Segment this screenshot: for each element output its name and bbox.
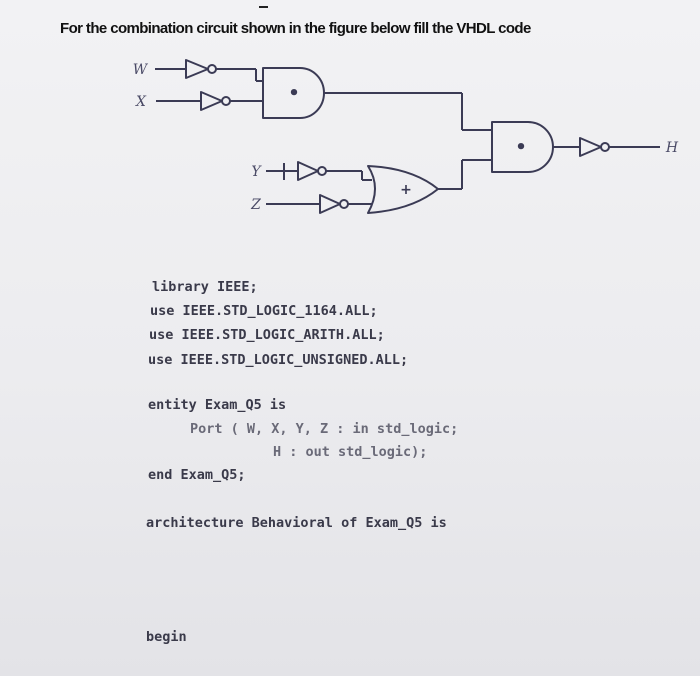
not-bubble-out <box>600 142 610 152</box>
not-gate-out <box>579 137 602 157</box>
not-gate-z <box>319 194 341 214</box>
and-gate-1 <box>262 67 325 119</box>
not-gate-x <box>200 91 223 111</box>
code-line-port-inputs: Port ( W, X, Y, Z : in std_logic; <box>190 421 459 437</box>
code-line-architecture: architecture Behavioral of Exam_Q5 is <box>146 515 447 531</box>
question-text: For the combination circuit shown in the… <box>60 20 531 37</box>
code-line-begin: begin <box>146 629 187 645</box>
or-symbol: + <box>400 182 412 198</box>
vhdl-code-block: library IEEE; use IEEE.STD_LOGIC_1164.AL… <box>0 0 458 645</box>
and-symbol-1: • <box>288 83 300 104</box>
label-h: H <box>665 140 679 156</box>
not-bubble-x <box>221 96 231 106</box>
not-gate-y <box>297 161 319 181</box>
label-w: W <box>133 62 149 78</box>
not-bubble-y <box>317 166 327 176</box>
label-z: Z <box>250 197 261 213</box>
code-line-port-output: H : out std_logic); <box>273 444 428 460</box>
label-y: Y <box>251 164 262 180</box>
code-line-use-1164: use IEEE.STD_LOGIC_1164.ALL; <box>150 303 378 319</box>
not-bubble-z <box>339 199 349 209</box>
code-line-end-entity: end Exam_Q5; <box>148 467 246 483</box>
not-gate-w <box>185 59 209 79</box>
or-gate <box>367 165 439 214</box>
label-x: X <box>135 94 147 110</box>
not-bubble-w <box>207 64 217 74</box>
overline-mark <box>259 6 268 8</box>
and-symbol-2: • <box>515 137 527 158</box>
and-gate-2 <box>491 121 554 173</box>
code-line-library: library IEEE; <box>152 279 258 295</box>
code-line-use-unsigned: use IEEE.STD_LOGIC_UNSIGNED.ALL; <box>148 352 409 368</box>
code-line-entity: entity Exam_Q5 is <box>148 397 287 413</box>
code-line-use-arith: use IEEE.STD_LOGIC_ARITH.ALL; <box>149 327 385 343</box>
